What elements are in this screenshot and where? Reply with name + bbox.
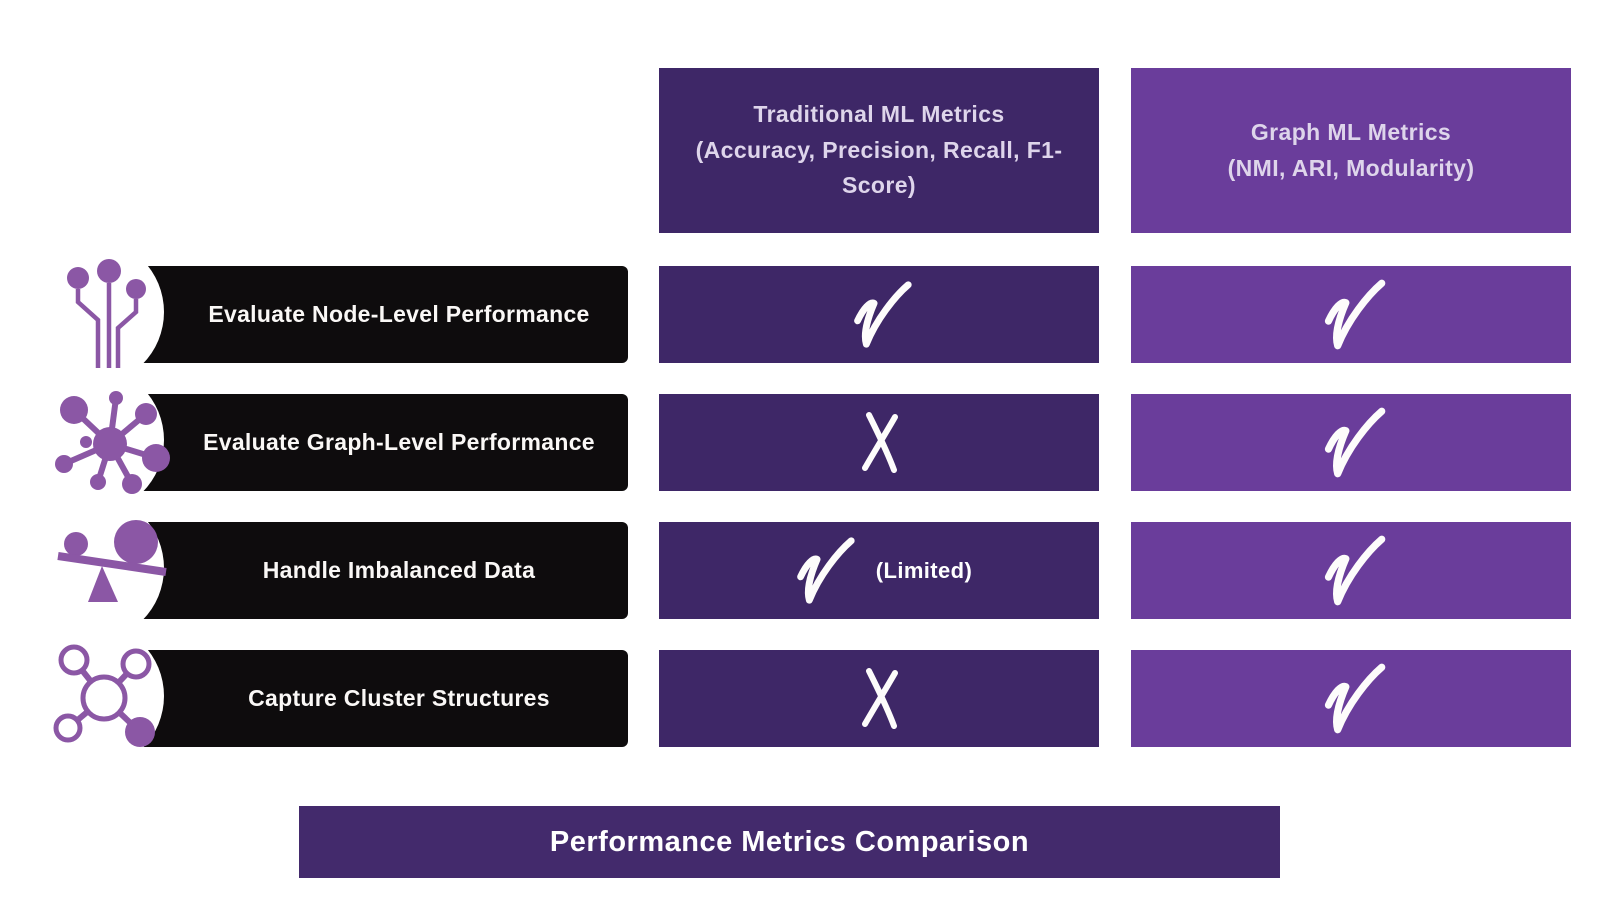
cell-note: (Limited) (875, 557, 973, 583)
diagram-title: Performance Metrics Comparison (549, 825, 1030, 858)
check-icon (1324, 407, 1386, 477)
column-header-graph-ml: Graph ML Metrics (NMI, ARI, Modularity) (1131, 68, 1571, 233)
cross-icon (862, 667, 898, 729)
column-subtitle: (NMI, ARI, Modularity) (1227, 154, 1475, 181)
cell-cluster-traditional (659, 650, 1099, 747)
column-subtitle: (Accuracy, Precision, Recall, F1-Score) (695, 136, 1063, 199)
cell-cluster-graph (1131, 650, 1571, 747)
check-icon (1324, 663, 1386, 733)
row-label-graph-level: Evaluate Graph-Level Performance (16, 366, 628, 514)
cell-node-level-graph (1131, 266, 1571, 363)
cell-graph-level-graph (1131, 394, 1571, 491)
check-icon (796, 536, 855, 604)
column-header-traditional-ml: Traditional ML Metrics (Accuracy, Precis… (659, 68, 1099, 233)
check-icon (854, 280, 912, 348)
diagram-title-bar: Performance Metrics Comparison (299, 806, 1280, 878)
row-label-imbalanced-data: Handle Imbalanced Data (16, 494, 628, 642)
column-title: Traditional ML Metrics (753, 101, 1005, 128)
balance-scale-icon (57, 520, 167, 602)
row-label-text: Evaluate Node-Level Performance (208, 301, 590, 327)
cell-graph-level-traditional (659, 394, 1099, 491)
cluster-network-icon (53, 644, 155, 747)
row-label-cluster-structures: Capture Cluster Structures (16, 622, 628, 770)
row-label-text: Capture Cluster Structures (248, 685, 550, 711)
check-icon (1324, 535, 1386, 605)
check-icon (1324, 279, 1386, 349)
row-label-text: Evaluate Graph-Level Performance (203, 429, 595, 455)
row-label-text: Handle Imbalanced Data (262, 557, 536, 583)
cross-icon (862, 411, 898, 473)
node-pins-icon (67, 259, 146, 368)
cell-imbalanced-traditional: (Limited) (659, 522, 1099, 619)
row-label-node-level: Evaluate Node-Level Performance (16, 238, 628, 386)
cell-node-level-traditional (659, 266, 1099, 363)
cell-imbalanced-graph (1131, 522, 1571, 619)
network-hub-icon (55, 391, 170, 494)
column-title: Graph ML Metrics (1250, 118, 1452, 145)
